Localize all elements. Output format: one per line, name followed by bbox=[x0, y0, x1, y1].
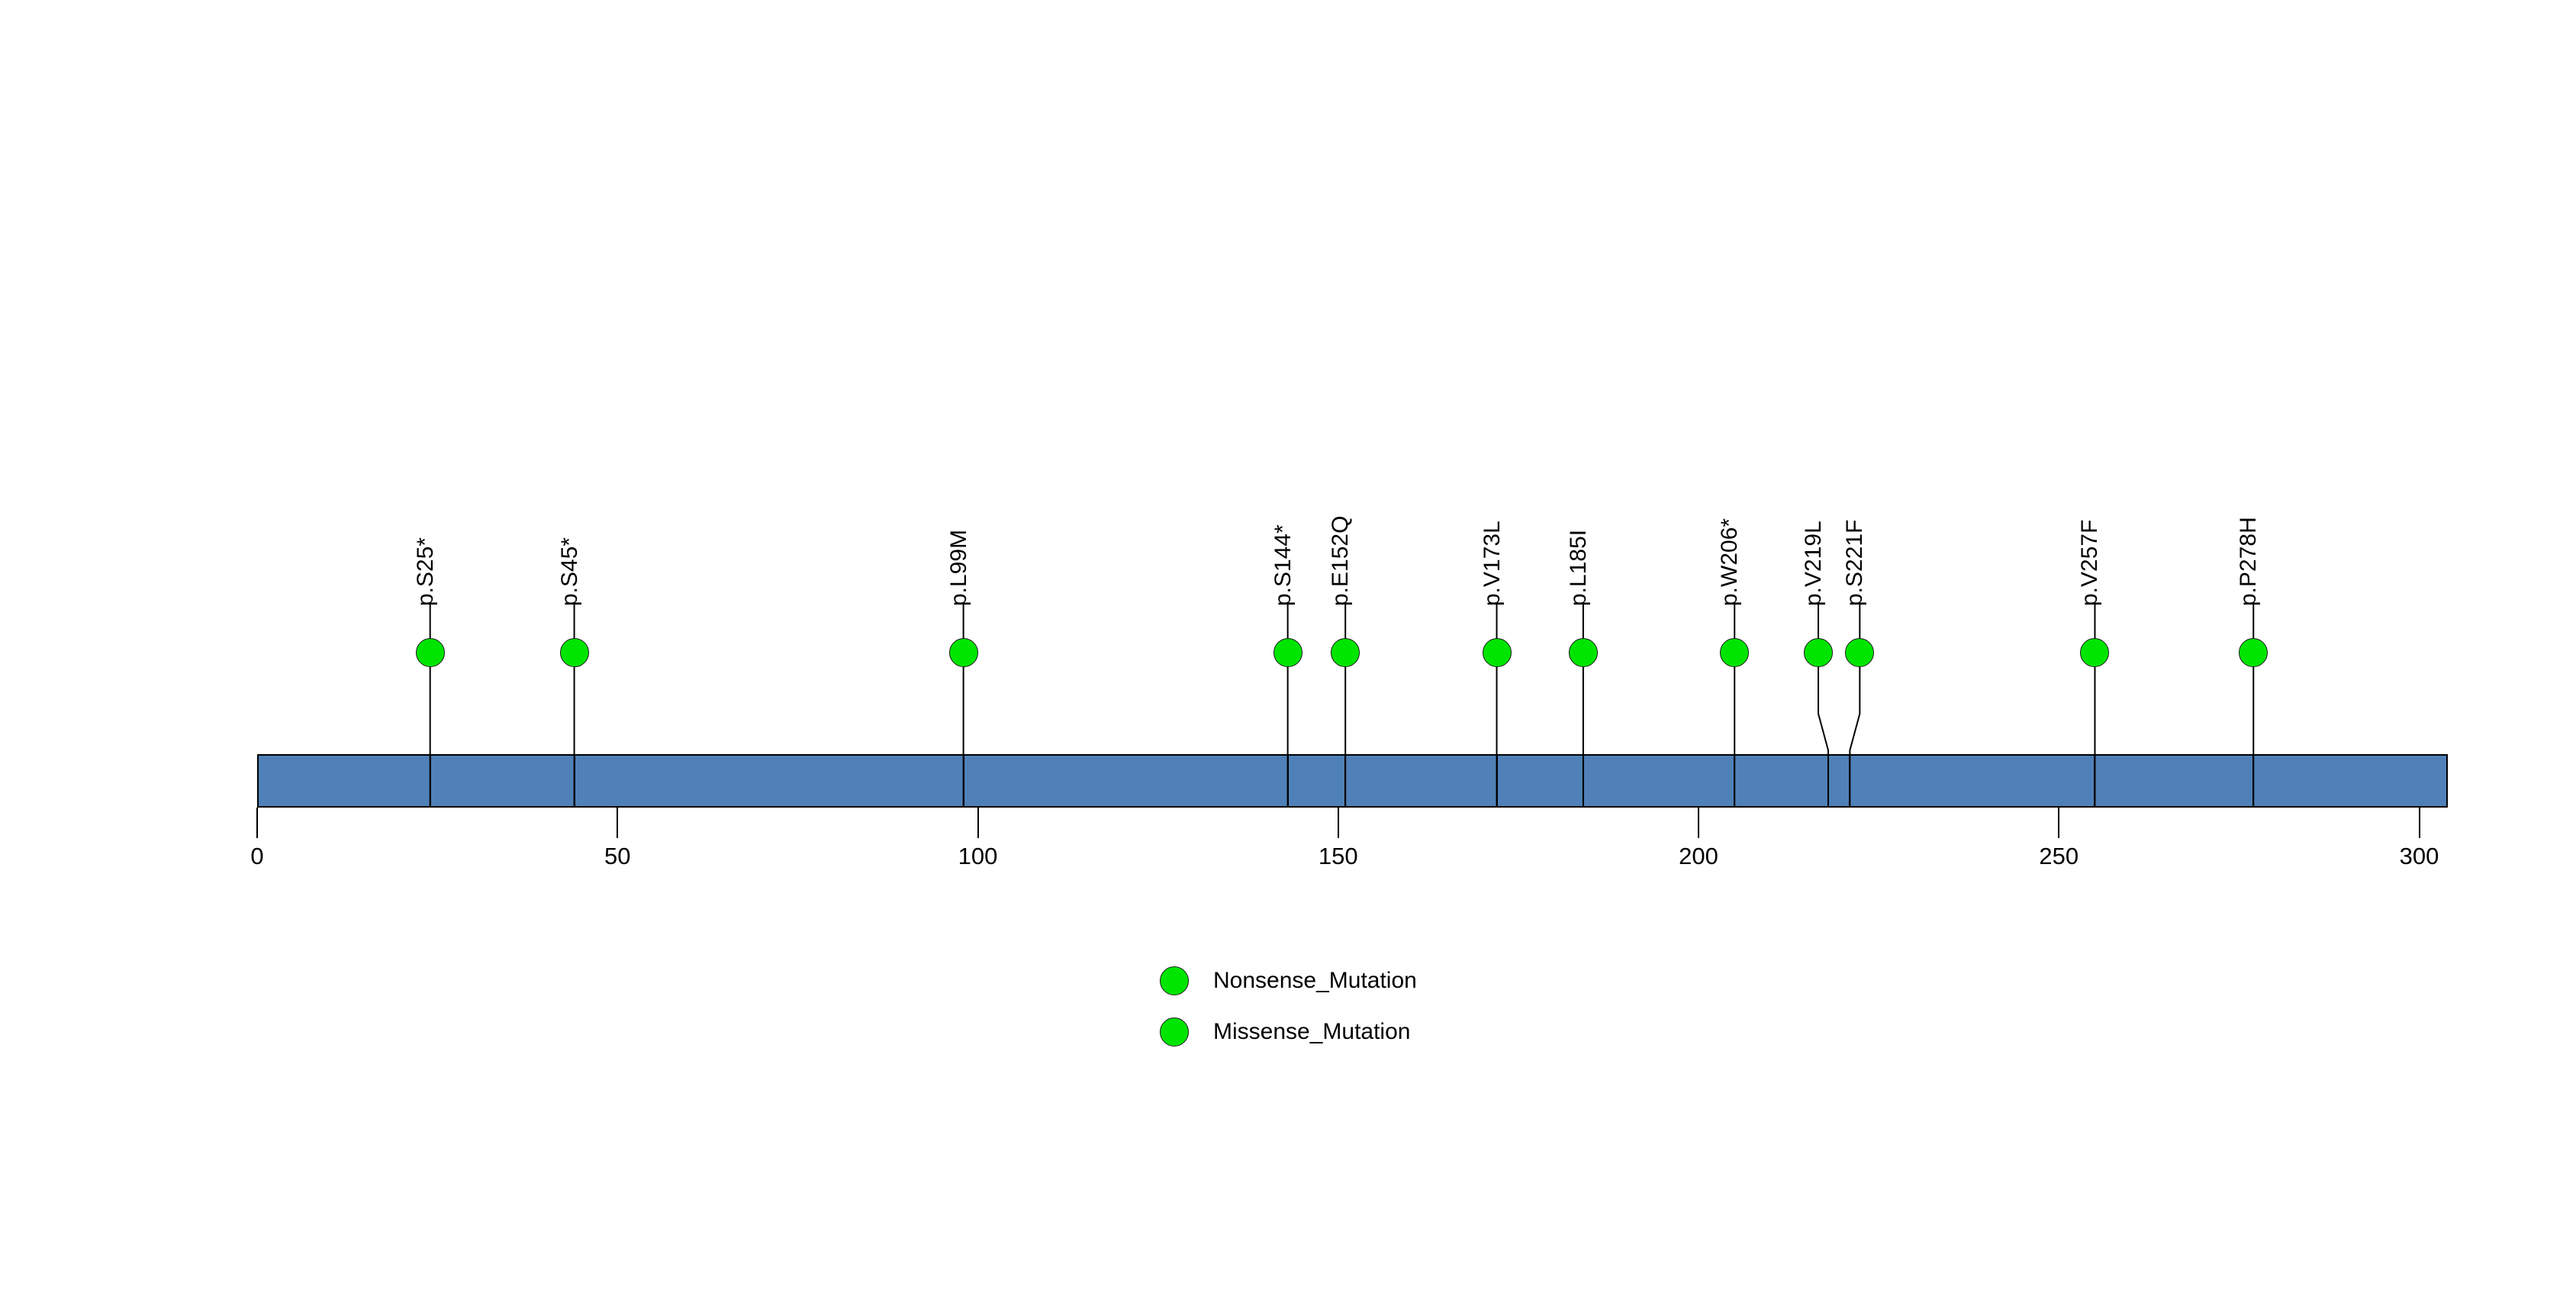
lollipop-head[interactable] bbox=[1331, 638, 1360, 667]
x-axis-tick bbox=[977, 808, 979, 838]
domain-divider bbox=[429, 754, 431, 808]
x-axis-tick-label: 250 bbox=[2039, 843, 2079, 869]
mutation-label: p.V257F bbox=[2077, 519, 2103, 606]
legend-item[interactable]: Nonsense_Mutation bbox=[1160, 966, 1417, 995]
domain-divider bbox=[1827, 754, 1829, 808]
legend-label: Missense_Mutation bbox=[1213, 1019, 1411, 1044]
mutation-label: p.V219L bbox=[1801, 521, 1826, 606]
legend-label: Nonsense_Mutation bbox=[1213, 968, 1417, 993]
x-axis-tick bbox=[1698, 808, 1699, 838]
lollipop-head[interactable] bbox=[1804, 638, 1833, 667]
x-axis-tick bbox=[256, 808, 258, 838]
x-axis-tick-label: 150 bbox=[1318, 843, 1358, 869]
mutation-label: p.V173L bbox=[1479, 521, 1505, 606]
legend-item[interactable]: Missense_Mutation bbox=[1160, 1017, 1410, 1047]
lollipop-head[interactable] bbox=[415, 638, 445, 667]
domain-divider bbox=[1582, 754, 1584, 808]
x-axis-tick-label: 300 bbox=[2399, 843, 2439, 869]
x-axis-tick bbox=[617, 808, 619, 838]
lollipop-head[interactable] bbox=[1568, 638, 1598, 667]
x-axis-tick-label: 0 bbox=[250, 843, 264, 869]
domain-divider bbox=[1496, 754, 1498, 808]
lollipop-head[interactable] bbox=[2080, 638, 2110, 667]
lollipop-head[interactable] bbox=[1720, 638, 1750, 667]
mutation-label: p.S25* bbox=[412, 537, 438, 606]
mutation-label: p.S221F bbox=[1842, 519, 1868, 606]
mutation-label: p.P278H bbox=[2236, 517, 2262, 606]
domain-divider bbox=[573, 754, 575, 808]
lollipop-head[interactable] bbox=[1845, 638, 1875, 667]
x-axis-tick-label: 200 bbox=[1679, 843, 1718, 869]
domain-divider bbox=[1849, 754, 1851, 808]
mutation-label: p.L99M bbox=[945, 529, 971, 606]
lollipop-head[interactable] bbox=[1273, 638, 1302, 667]
lollipop-head[interactable] bbox=[948, 638, 978, 667]
domain-divider bbox=[1286, 754, 1289, 808]
x-axis-tick bbox=[2418, 808, 2420, 838]
x-axis-tick bbox=[2058, 808, 2060, 838]
x-axis-tick-label: 100 bbox=[958, 843, 998, 869]
protein-backbone-bar bbox=[257, 754, 2448, 808]
lollipop-head[interactable] bbox=[2239, 638, 2268, 667]
lollipop-head[interactable] bbox=[1482, 638, 1512, 667]
lollipop-head[interactable] bbox=[559, 638, 589, 667]
legend-color-dot bbox=[1160, 1017, 1189, 1047]
mutation-label: p.L185I bbox=[1565, 529, 1591, 606]
domain-divider bbox=[1734, 754, 1736, 808]
mutation-label: p.E152Q bbox=[1328, 515, 1354, 606]
mutation-label: p.S144* bbox=[1270, 524, 1296, 606]
domain-divider bbox=[1344, 754, 1347, 808]
x-axis-tick-label: 50 bbox=[604, 843, 631, 869]
domain-divider bbox=[2252, 754, 2255, 808]
mutation-label: p.S45* bbox=[556, 537, 582, 606]
mutation-label: p.W206* bbox=[1717, 518, 1743, 606]
x-axis-tick bbox=[1337, 808, 1339, 838]
domain-divider bbox=[962, 754, 964, 808]
domain-divider bbox=[2094, 754, 2096, 808]
legend-color-dot bbox=[1160, 966, 1189, 995]
